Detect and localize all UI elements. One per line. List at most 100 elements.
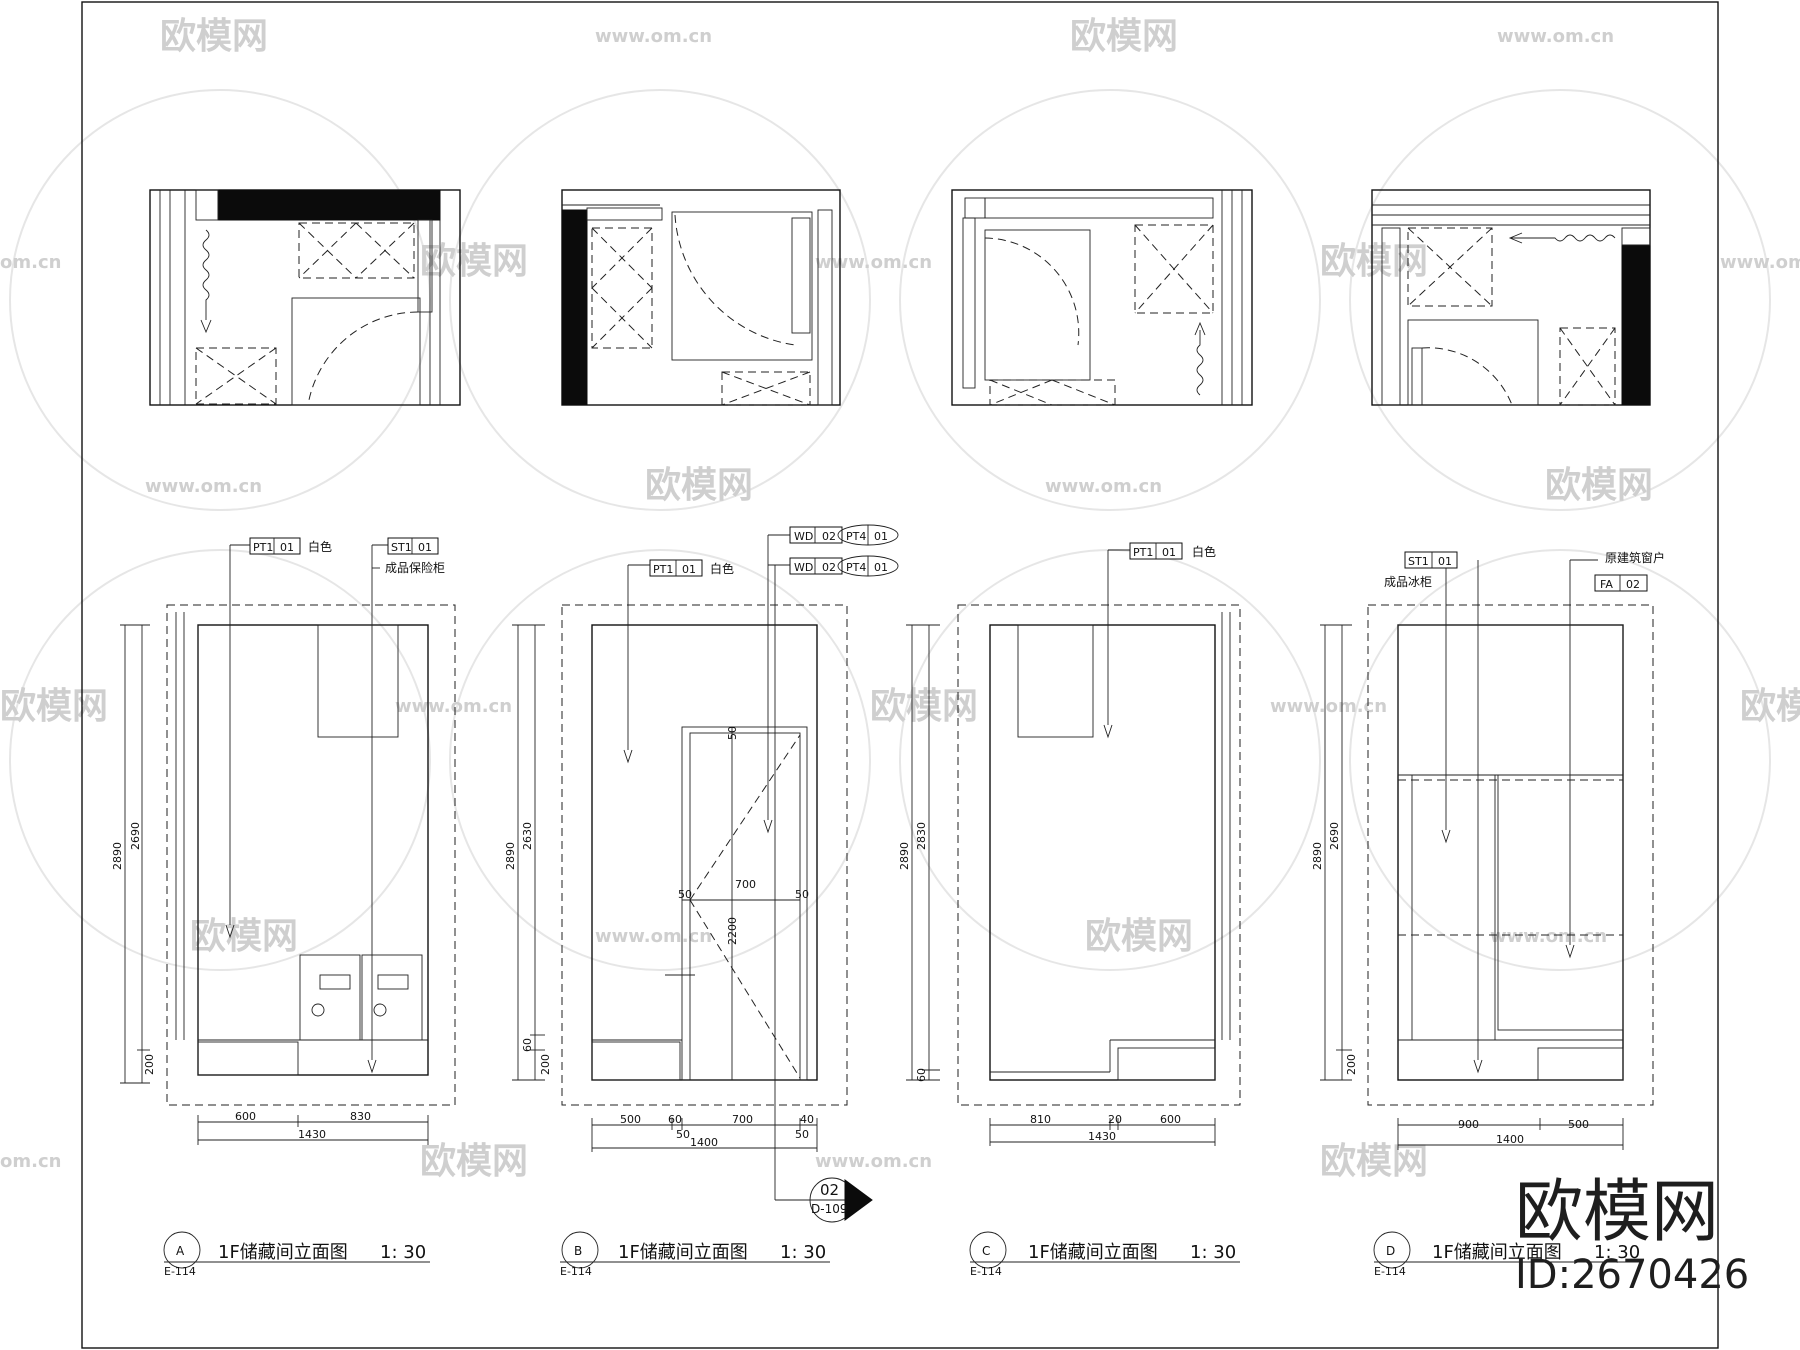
dim-height-total: 2890: [504, 842, 517, 870]
sheet-border: [81, 1, 1719, 1349]
material-tag-pt1: PT1 01: [649, 559, 703, 577]
tag-code: ST1: [391, 541, 412, 554]
dim-height-total: 2890: [1311, 842, 1324, 870]
tag-code: PT1: [253, 541, 273, 554]
dim-height-total: 2890: [898, 842, 911, 870]
watermark-url: www.om.cn: [395, 696, 512, 717]
watermark-brand: 欧模网: [160, 16, 268, 57]
dim-height-base: 200: [1345, 1054, 1358, 1075]
watermark-brand: 欧模网: [645, 465, 753, 506]
tag-number: 02: [822, 530, 836, 543]
tag-number: 01: [1438, 555, 1452, 568]
watermark-brand: 欧模网: [1740, 686, 1800, 727]
elevation-d: ST1 01 成品冰柜 原建筑窗户 FA 02 2890 2690 200 90…: [1311, 550, 1665, 1278]
title-block-a: A E-114 1F储藏间立面图 1: 30: [163, 1231, 430, 1278]
material-note: 白色: [308, 539, 332, 554]
section-callout-02: 02 D-109: [775, 1177, 873, 1223]
material-tag-wd-b: WD 02 PT4 01: [789, 555, 899, 577]
material-tag-pt1: PT1 01: [1129, 542, 1183, 560]
material-tag-fa: FA 02: [1594, 574, 1648, 592]
watermark-url: www.om.cn: [595, 926, 712, 947]
watermark-id: ID:2670426: [1515, 1252, 1749, 1298]
door-dim-head: 50: [726, 726, 739, 740]
elevation-a: PT1 01 白色 ST1 01 成品保险柜 2890 2690 200 600…: [111, 537, 456, 1278]
dim-height-base: 200: [539, 1054, 552, 1075]
tag-number: 01: [418, 541, 432, 554]
sheet-ref: E-114: [560, 1265, 592, 1278]
title-block-d: D E-114 1F储藏间立面图 1: 30: [1373, 1231, 1640, 1278]
watermark-brand: 欧模网: [1545, 465, 1653, 506]
material-tag-pt1: PT1 01: [249, 537, 301, 555]
door-dim-jamb: 50: [795, 888, 809, 901]
dim-height-wall: 2690: [129, 822, 142, 850]
watermark-brand: 欧模网: [870, 686, 978, 727]
dim-height-skirting: 60: [915, 1068, 928, 1082]
material-note: 白色: [710, 561, 734, 576]
watermark-brand: 欧模网: [1070, 16, 1178, 57]
dim-width: 500: [1568, 1118, 1589, 1131]
equipment-note: 成品冰柜: [1384, 575, 1432, 589]
watermark-url: www.om.cn: [1720, 252, 1800, 273]
dim-width: 40: [800, 1113, 814, 1126]
material-tag-st1: ST1 01: [1404, 551, 1458, 569]
door-dim-jamb: 50: [678, 888, 692, 901]
door-dim-width: 700: [735, 878, 756, 891]
elevation-key: B: [574, 1244, 582, 1258]
watermark-url-short: om.cn: [0, 1151, 61, 1172]
sheet-ref: E-114: [1374, 1265, 1406, 1278]
tag-code: WD: [794, 530, 813, 543]
sheet-ref: E-114: [970, 1265, 1002, 1278]
watermark-url: www.om.cn: [1270, 696, 1387, 717]
dim-height-wall: 2830: [915, 822, 928, 850]
tag-sub-code: PT4: [846, 530, 866, 543]
title-block-b: B E-114 1F储藏间立面图 1: 30: [560, 1231, 830, 1278]
watermark-url: www.om.cn: [815, 252, 932, 273]
tag-number: 01: [1162, 546, 1176, 559]
tag-number: 02: [822, 561, 836, 574]
watermark-url-short: om.cn: [0, 252, 61, 273]
plan-view-c: [951, 189, 1253, 406]
dim-width-total: 1430: [1088, 1130, 1116, 1143]
watermark-brand: 欧模网: [420, 241, 528, 282]
dim-height-wall: 2690: [1328, 822, 1341, 850]
watermark-brand: 欧模网: [0, 686, 108, 727]
dim-height-skirting: 60: [521, 1038, 534, 1052]
watermark-brand: 欧模网: [1320, 241, 1428, 282]
elevation-title: 1F储藏间立面图: [218, 1242, 348, 1263]
dim-height-total: 2890: [111, 842, 124, 870]
elevation-key: A: [176, 1244, 185, 1258]
watermark-url: www.om.cn: [1045, 476, 1162, 497]
dim-height-base: 200: [143, 1054, 156, 1075]
elevation-title: 1F储藏间立面图: [1432, 1242, 1562, 1263]
tag-code: ST1: [1408, 555, 1429, 568]
watermark-badge: 欧模网 ID:2670426: [1515, 1173, 1749, 1298]
window-note: 原建筑窗户: [1605, 550, 1665, 565]
callout-number: 02: [820, 1181, 839, 1199]
tag-sub-number: 01: [874, 561, 888, 574]
elevation-b: PT1 01 白色 WD 02 PT4 01 WD 02 PT4 01 50 7…: [504, 524, 899, 1278]
tag-number: 02: [1626, 578, 1640, 591]
elevation-scale: 1: 30: [780, 1242, 826, 1263]
tag-code: WD: [794, 561, 813, 574]
elevation-title: 1F储藏间立面图: [1028, 1242, 1158, 1263]
dim-width: 830: [350, 1110, 371, 1123]
tag-code: FA: [1600, 578, 1613, 591]
watermark-url: www.om.cn: [1497, 26, 1614, 47]
elevation-title: 1F储藏间立面图: [618, 1242, 748, 1263]
material-tag-st1: ST1 01: [387, 537, 439, 555]
dim-width: 60: [668, 1113, 682, 1126]
elevation-key: C: [982, 1244, 990, 1258]
watermark-brand: 欧模网: [190, 916, 298, 957]
dim-width-total: 1400: [690, 1136, 718, 1149]
dim-width: 50: [795, 1128, 809, 1141]
dim-width: 20: [1108, 1113, 1122, 1126]
watermark-url: www.om.cn: [815, 1151, 932, 1172]
dim-width: 600: [235, 1110, 256, 1123]
tag-number: 01: [682, 563, 696, 576]
tag-sub-code: PT4: [846, 561, 866, 574]
dim-width: 500: [620, 1113, 641, 1126]
dim-width-total: 1430: [298, 1128, 326, 1141]
dim-width: 50: [676, 1128, 690, 1141]
equipment-note: 成品保险柜: [385, 560, 445, 575]
